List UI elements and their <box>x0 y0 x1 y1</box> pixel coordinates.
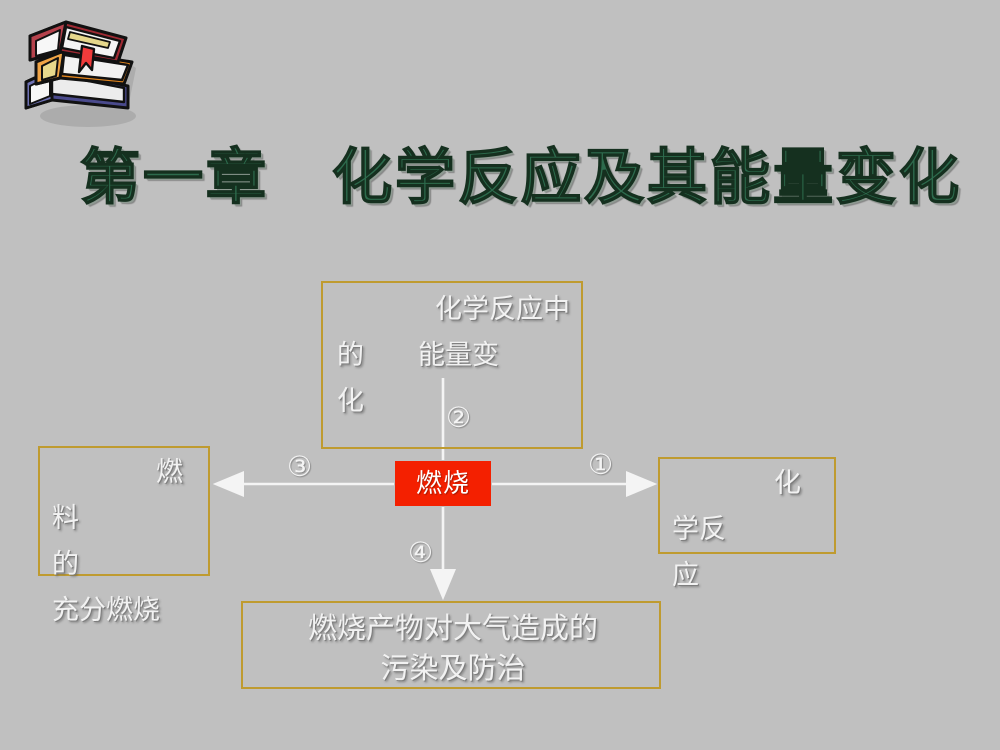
concept-box-chemical-reaction[interactable]: 化学反 应 <box>658 457 836 591</box>
concept-box-fuel-combustion[interactable]: 燃料 的 充分燃烧 <box>38 446 210 626</box>
concept-box-pollution[interactable]: 燃烧产物对大气造成的 污染及防治 <box>241 601 661 689</box>
center-node-combustion[interactable]: 燃烧 <box>395 461 491 506</box>
stack-of-books-icon <box>8 8 148 130</box>
step-marker-2: ② <box>446 401 472 434</box>
step-marker-3: ③ <box>287 450 313 483</box>
step-marker-4: ④ <box>408 536 434 569</box>
concept-box-pollution-label: 燃烧产物对大气造成的 污染及防治 <box>307 611 598 685</box>
step-marker-1: ① <box>588 448 614 481</box>
concept-box-fuel-combustion-label: 燃料 的 充分燃烧 <box>52 457 183 626</box>
concept-box-energy-change-label: 化学反应中的 能量变 化 <box>337 294 570 417</box>
concept-box-chemical-reaction-label: 化学反 应 <box>672 468 801 591</box>
page-title: 第一章 化学反应及其能量变化 <box>79 142 962 214</box>
center-node-combustion-label: 燃烧 <box>415 468 470 499</box>
concept-box-energy-change[interactable]: 化学反应中的 能量变 化 <box>321 281 583 449</box>
